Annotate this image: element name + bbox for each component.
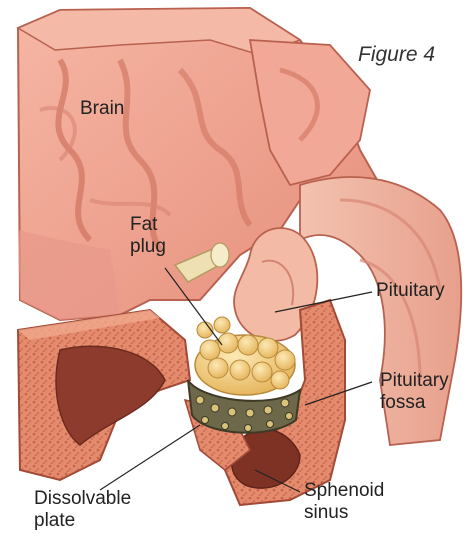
fat-plug-label: Fat plug (130, 214, 166, 258)
figure-label: Figure 4 (358, 44, 435, 66)
brain-label: Brain (80, 98, 124, 120)
dissolvable-plate-label: Dissolvable plate (34, 488, 131, 532)
pituitary-label: Pituitary (376, 280, 445, 302)
pituitary-fossa-label: Pituitary fossa (380, 370, 449, 414)
sphenoid-sinus-label: Sphenoid sinus (304, 480, 384, 524)
sphenoid-bone (18, 310, 190, 480)
